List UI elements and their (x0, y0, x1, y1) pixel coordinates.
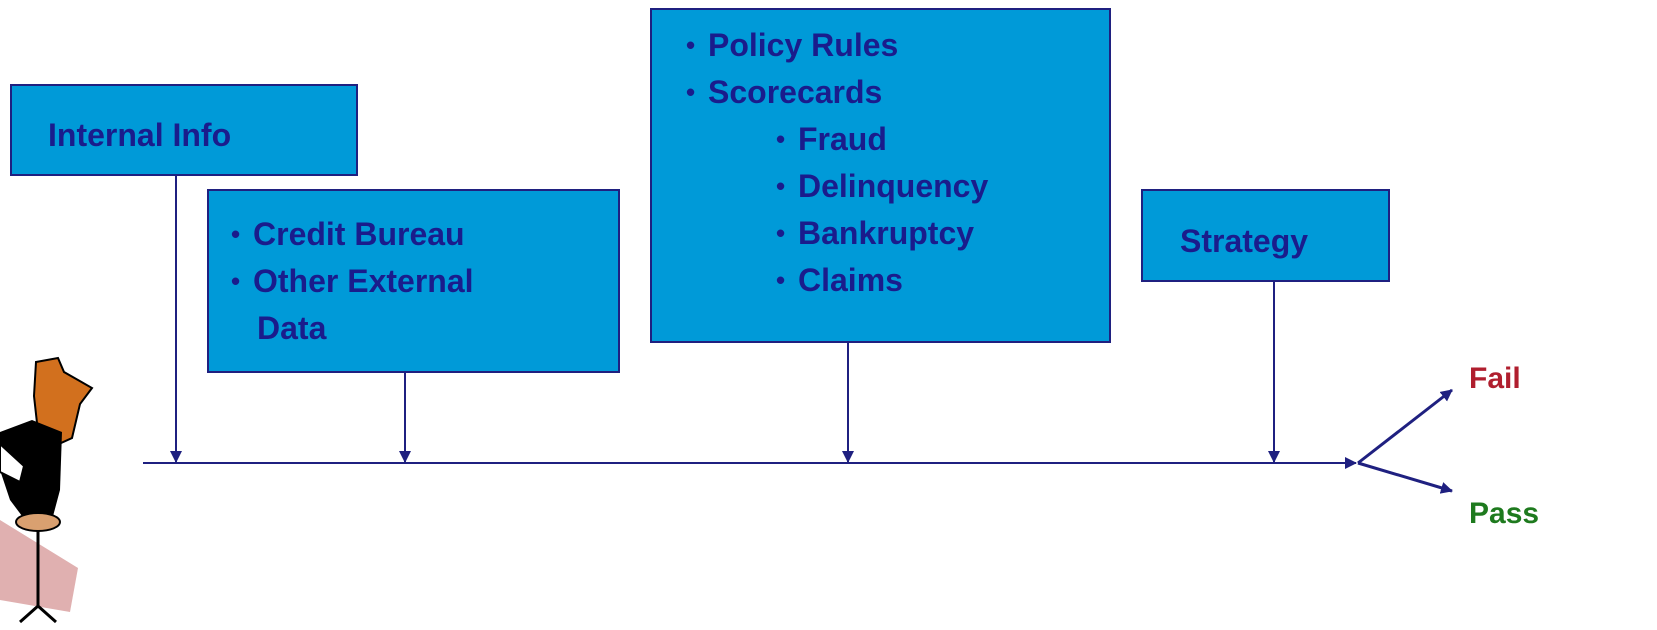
sub-list-item: •Fraud (776, 121, 887, 157)
list-item: •Policy Rules (686, 27, 899, 63)
list-item: •Scorecards (686, 74, 883, 110)
internal-info-label: Internal Info (48, 117, 232, 153)
sub-list-item: •Claims (776, 262, 903, 298)
strategy-box: Strategy (1141, 189, 1390, 282)
seated-person-icon (0, 356, 94, 624)
strategy-label: Strategy (1180, 223, 1309, 259)
list-item: •Credit Bureau (231, 216, 465, 252)
list-item: •Other External (231, 263, 474, 299)
sub-list-item: •Delinquency (776, 168, 989, 204)
list-item-continuation: Data (257, 310, 327, 346)
internal-info-box: Internal Info (10, 84, 358, 176)
sub-list-item: •Bankruptcy (776, 215, 975, 251)
external-data-box: •Credit Bureau •Other External Data (207, 189, 620, 373)
arrow-pass (1357, 461, 1453, 494)
pass-label: Pass (1469, 497, 1540, 530)
rules-scorecards-box: •Policy Rules •Scorecards •Fraud •Delinq… (650, 8, 1111, 343)
arrow-fail (1357, 388, 1453, 465)
fail-label: Fail (1469, 362, 1521, 395)
